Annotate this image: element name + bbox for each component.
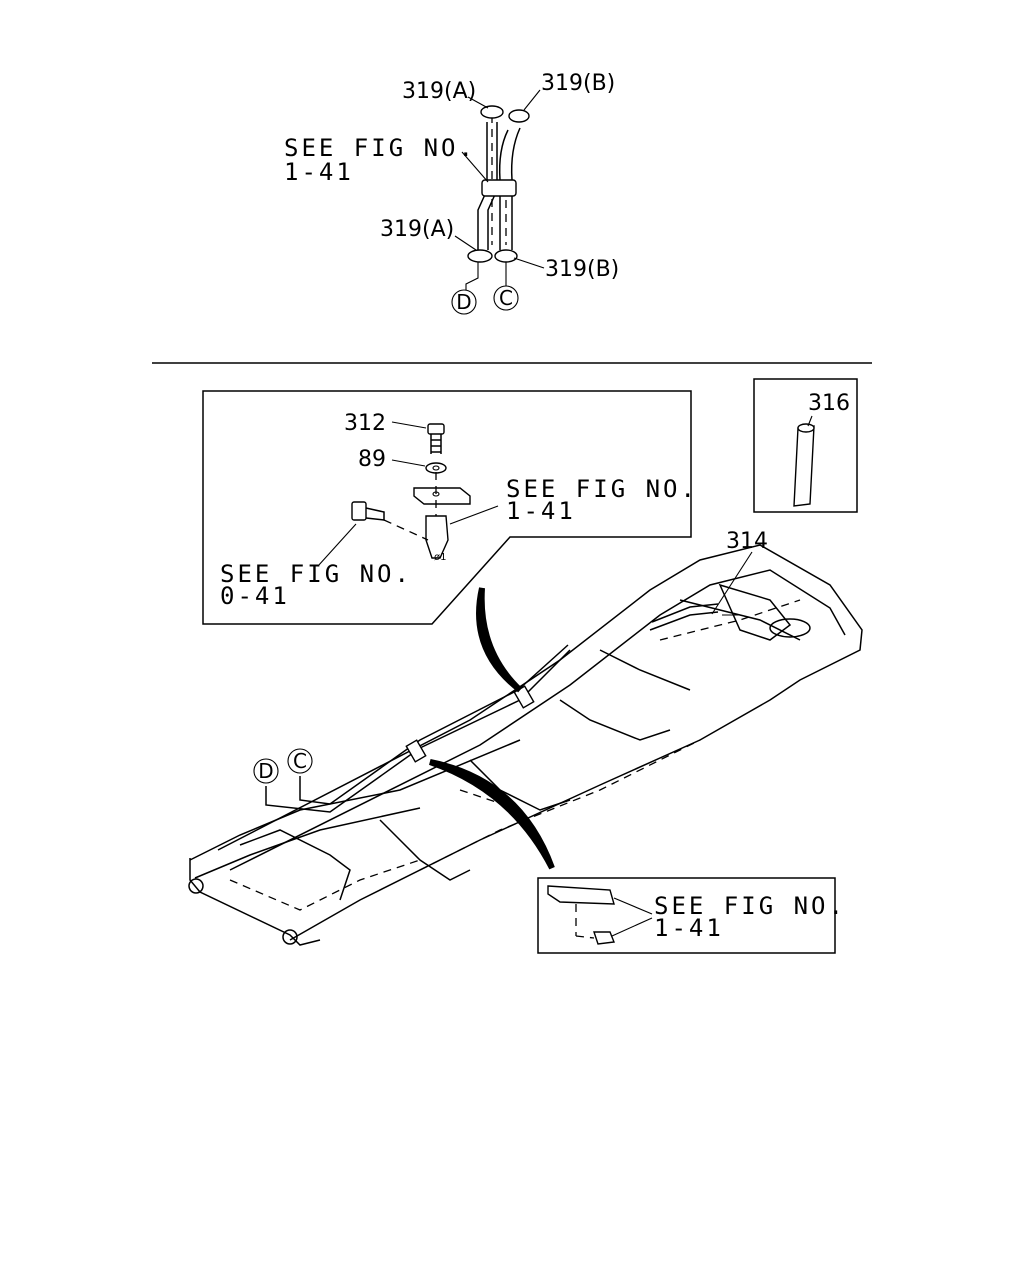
clamp-piece bbox=[425, 515, 449, 559]
top-hose-detail: D C 319(A) 319(B) 319(A) 319(B) SEE FIG … bbox=[284, 71, 619, 315]
bottom-bracket bbox=[547, 885, 615, 905]
see-fig-inset-left-line2: 0-41 bbox=[220, 582, 290, 610]
hose-clip-1 bbox=[405, 739, 427, 763]
part-316-inset: 316 bbox=[753, 378, 858, 513]
see-fig-bottom-line2: 1-41 bbox=[654, 914, 724, 942]
bracket bbox=[413, 487, 471, 505]
connector-d-top bbox=[451, 289, 477, 315]
vehicle-frame: 314 D C bbox=[188, 529, 863, 946]
side-bolt-head bbox=[351, 501, 367, 521]
label-316: 316 bbox=[808, 391, 850, 416]
clip-319a-bottom bbox=[467, 249, 493, 263]
connector-d-main-label: D bbox=[258, 759, 273, 783]
label-319a-top: 319(A) bbox=[402, 79, 476, 104]
see-fig-inset-left-line1: SEE FIG NO. bbox=[220, 560, 412, 588]
clip-319b-top bbox=[508, 109, 530, 123]
clip-319b-bottom bbox=[494, 249, 518, 263]
see-fig-bottom-line1: SEE FIG NO. bbox=[654, 892, 846, 920]
callout-wedge-upper bbox=[476, 587, 523, 693]
part-316-frame bbox=[753, 378, 858, 513]
see-fig-inset-right-line1: SEE FIG NO. bbox=[506, 475, 698, 503]
hose-band-clamp bbox=[481, 179, 517, 197]
connector-c-top bbox=[493, 285, 519, 311]
bolt-312-head bbox=[427, 423, 445, 435]
label-89: 89 bbox=[358, 447, 386, 472]
bottom-inset-frame bbox=[537, 877, 836, 954]
clip-319a-top bbox=[480, 105, 504, 119]
see-fig-top-line1: SEE FIG NO. bbox=[284, 134, 476, 162]
label-319a-bottom: 319(A) bbox=[380, 217, 454, 242]
connector-d-main bbox=[253, 758, 279, 784]
label-319b-top: 319(B) bbox=[541, 71, 615, 96]
connector-d-top-label: D bbox=[456, 290, 471, 314]
bottom-bolt bbox=[593, 931, 615, 945]
callout-wedge-lower bbox=[429, 759, 555, 870]
main-hose-route bbox=[265, 649, 571, 813]
washer-89 bbox=[425, 462, 447, 474]
connector-c-top-label: C bbox=[499, 286, 513, 310]
label-319b-bottom: 319(B) bbox=[545, 257, 619, 282]
label-312: 312 bbox=[344, 411, 386, 436]
left-hose bbox=[477, 122, 488, 250]
fuel-pipe-314 bbox=[649, 603, 719, 631]
part-316-tube bbox=[793, 425, 815, 507]
bottom-bracket-inset: SEE FIG NO. 1-41 bbox=[537, 877, 846, 954]
bracket-inset: ø1 312 89 SEE FIG NO. 1-41 SEE FIG NO. 0… bbox=[202, 390, 698, 625]
connector-c-main bbox=[287, 748, 313, 774]
connector-c-main-label: C bbox=[293, 749, 307, 773]
label-314: 314 bbox=[726, 529, 768, 554]
svg-text:ø1: ø1 bbox=[434, 552, 446, 563]
inset-frame bbox=[202, 390, 692, 625]
see-fig-top-line2: 1-41 bbox=[284, 158, 354, 186]
see-fig-inset-right-line2: 1-41 bbox=[506, 497, 576, 525]
